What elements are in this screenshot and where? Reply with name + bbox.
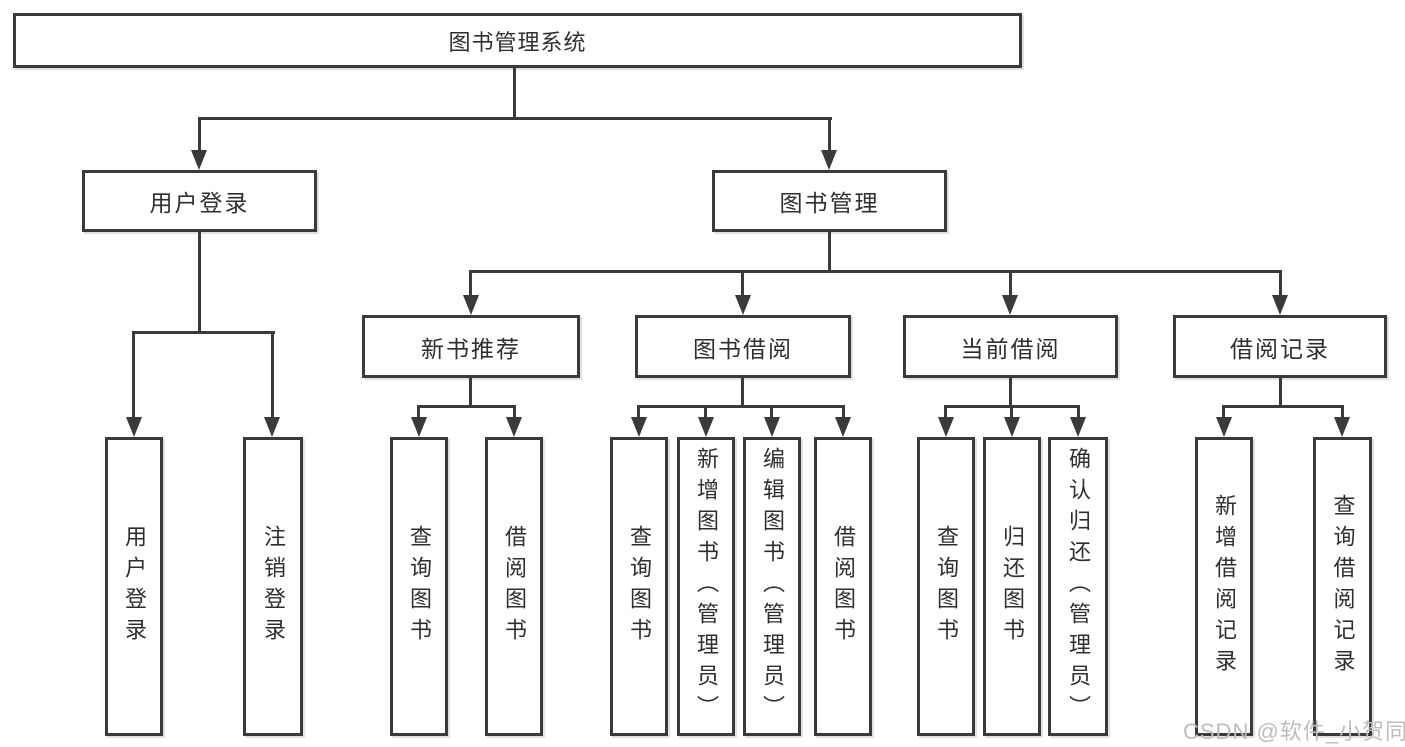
arrow-down-icon [698, 417, 714, 437]
connector-line [1279, 378, 1282, 408]
leaf-borrow-books: 借阅图书 [814, 437, 872, 736]
arrow-down-icon [1334, 417, 1350, 437]
connector-line [741, 270, 744, 297]
arrow-down-icon [126, 417, 142, 437]
connector-line [770, 405, 773, 419]
leaf-edit-books-admin-label: 编辑图书（管理员） [760, 447, 785, 726]
arrow-down-icon [463, 295, 479, 315]
leaf-return-books-label: 归还图书 [1000, 524, 1025, 649]
node-book-borrow-label: 图书借阅 [693, 335, 793, 362]
leaf-logout-label: 注销登录 [261, 524, 286, 649]
node-new-book-recommend-label: 新书推荐 [421, 335, 521, 362]
arrow-down-icon [506, 417, 522, 437]
arrow-down-icon [264, 417, 280, 437]
arrow-down-icon [1216, 417, 1232, 437]
arrow-down-icon [1070, 417, 1086, 437]
leaf-query-books-borrow-label: 查询图书 [627, 524, 652, 649]
connector-line [132, 331, 135, 419]
arrow-down-icon [1002, 295, 1018, 315]
node-book-management-label: 图书管理 [779, 190, 880, 216]
connector-line [132, 331, 275, 334]
connector-line [417, 405, 516, 408]
leaf-confirm-return-admin: 确认归还（管理员） [1048, 437, 1108, 736]
leaf-user-login: 用户登录 [105, 437, 163, 736]
connector-line [741, 378, 744, 408]
connector-line [944, 405, 947, 419]
connector-line [198, 117, 201, 152]
leaf-borrow-books-recommend-label: 借阅图书 [502, 524, 527, 649]
node-root: 图书管理系统 [13, 13, 1022, 68]
connector-line [417, 405, 420, 419]
arrow-down-icon [835, 417, 851, 437]
node-user-login: 用户登录 [82, 170, 317, 232]
leaf-add-borrow-record-label: 新增借阅记录 [1212, 493, 1237, 680]
connector-line [1077, 405, 1080, 419]
connector-line [704, 405, 707, 419]
arrow-down-icon [1004, 417, 1020, 437]
node-user-login-label: 用户登录 [149, 190, 250, 216]
connector-line [828, 117, 831, 152]
leaf-query-books-current: 查询图书 [917, 437, 975, 736]
node-root-label: 图书管理系统 [448, 29, 587, 55]
arrow-down-icon [938, 417, 954, 437]
connector-line [637, 405, 640, 419]
connector-line [828, 232, 831, 273]
connector-line [842, 405, 845, 419]
connector-line [469, 270, 472, 297]
leaf-query-books-current-label: 查询图书 [934, 524, 959, 649]
node-current-borrow: 当前借阅 [903, 315, 1118, 378]
leaf-query-books-recommend: 查询图书 [390, 437, 448, 736]
arrow-down-icon [764, 417, 780, 437]
leaf-query-books-recommend-label: 查询图书 [407, 524, 432, 649]
leaf-confirm-return-admin-label: 确认归还（管理员） [1066, 447, 1091, 726]
connector-line [1222, 405, 1225, 419]
connector-line [198, 117, 832, 120]
connector-line [513, 405, 516, 419]
leaf-query-borrow-record: 查询借阅记录 [1313, 437, 1372, 736]
arrow-down-icon [191, 150, 207, 170]
leaf-borrow-books-label: 借阅图书 [831, 524, 856, 649]
arrow-down-icon [821, 150, 837, 170]
arrow-down-icon [1272, 295, 1288, 315]
leaf-query-borrow-record-label: 查询借阅记录 [1330, 493, 1356, 680]
leaf-user-login-label: 用户登录 [122, 524, 147, 649]
node-book-borrow: 图书借阅 [635, 315, 851, 378]
connector-line [469, 378, 472, 408]
node-current-borrow-label: 当前借阅 [960, 335, 1061, 362]
connector-line [1222, 405, 1344, 408]
node-book-management: 图书管理 [712, 170, 947, 232]
connector-line [1279, 270, 1282, 297]
leaf-add-books-admin-label: 新增图书（管理员） [694, 447, 719, 726]
connector-line [637, 405, 845, 408]
connector-line [1010, 405, 1013, 419]
node-borrow-records-label: 借阅记录 [1230, 335, 1330, 362]
leaf-add-borrow-record: 新增借阅记录 [1195, 437, 1253, 736]
leaf-query-books-borrow: 查询图书 [610, 437, 668, 736]
csdn-watermark: CSDN @软件_小贺同学 [1183, 719, 1405, 744]
connector-line [469, 270, 1282, 273]
connector-line [271, 331, 274, 419]
leaf-return-books: 归还图书 [983, 437, 1041, 736]
node-borrow-records: 借阅记录 [1173, 315, 1387, 378]
leaf-add-books-admin: 新增图书（管理员） [677, 437, 735, 736]
leaf-borrow-books-recommend: 借阅图书 [485, 437, 543, 736]
arrow-down-icon [735, 295, 751, 315]
leaf-logout: 注销登录 [243, 437, 303, 736]
connector-line [513, 68, 516, 118]
connector-line [198, 232, 201, 334]
connector-line [1341, 405, 1344, 419]
leaf-edit-books-admin: 编辑图书（管理员） [743, 437, 801, 736]
arrow-down-icon [411, 417, 427, 437]
connector-line [1009, 378, 1012, 408]
connector-line [1009, 270, 1012, 297]
arrow-down-icon [631, 417, 647, 437]
node-new-book-recommend: 新书推荐 [362, 315, 580, 378]
